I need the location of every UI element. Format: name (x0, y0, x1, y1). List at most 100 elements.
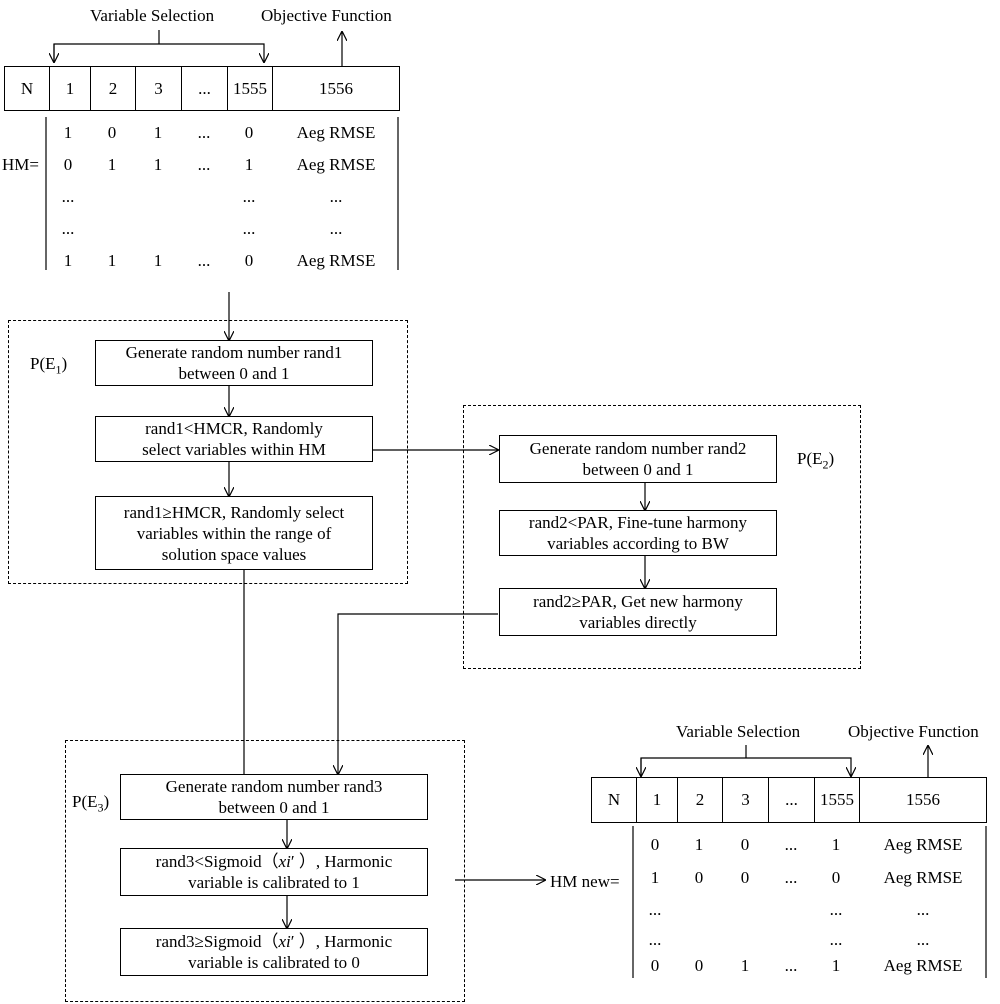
e2-step-par-less: rand2<PAR, Fine-tune harmony variables a… (499, 510, 777, 556)
matrix-cell: 0 (740, 835, 750, 854)
matrix-cell: 1 (107, 155, 117, 174)
matrix-cell: 1 (153, 123, 163, 142)
matrix-cell: ... (329, 219, 343, 238)
e2-step-generate: Generate random number rand2 between 0 a… (499, 435, 777, 483)
top-bracket-right (53, 43, 264, 62)
bottom-header-1555: 1555 (814, 777, 860, 823)
e1-step-hmcr-greater-line1: rand1≥HMCR, Randomly select (123, 502, 345, 522)
e1-step-hmcr-less-line2: select variables within HM (142, 440, 326, 459)
e1-step-generate-line1: Generate random number rand1 (125, 343, 343, 362)
e2-step-par-greater: rand2≥PAR, Get new harmony variables dir… (499, 588, 777, 636)
bottom-header-1556: 1556 (859, 777, 987, 823)
e3-step-sigmoid-greater-line1: rand3≥Sigmoid（xi′ ）, Harmonic (155, 932, 393, 951)
bottom-header-2: 2 (677, 777, 723, 823)
e3-dashed-group (65, 740, 465, 1002)
e1-step-hmcr-greater-line3: solution space values (161, 544, 307, 564)
matrix-cell: 0 (694, 956, 704, 975)
e1-step-hmcr-greater: rand1≥HMCR, Randomly select variables wi… (95, 496, 373, 570)
matrix-cell: 0 (831, 868, 841, 887)
matrix-cell: ... (197, 251, 211, 270)
e2-step-par-less-line1: rand2<PAR, Fine-tune harmony (528, 513, 748, 532)
matrix-cell: 0 (63, 155, 73, 174)
top-header-2: 2 (90, 66, 136, 111)
matrix-cell: ... (916, 930, 930, 949)
matrix-cell: 1 (650, 868, 660, 887)
top-header-1556: 1556 (272, 66, 400, 111)
bottom-header-3: 3 (722, 777, 769, 823)
bottom-variable-selection-label: Variable Selection (676, 722, 801, 741)
e2-step-par-greater-line2: variables directly (579, 613, 697, 632)
top-header-ellipsis: ... (181, 66, 228, 111)
top-variable-selection-label: Variable Selection (90, 6, 215, 25)
e3-step-sigmoid-less: rand3<Sigmoid（xi′ ）, Harmonic variable i… (120, 848, 428, 896)
matrix-cell: Aeg RMSE (883, 868, 963, 887)
e1-step-generate-line2: between 0 and 1 (178, 364, 290, 383)
matrix-cell: 0 (650, 835, 660, 854)
matrix-cell: ... (197, 155, 211, 174)
e1-probability-label: P(E1) (30, 354, 68, 377)
e2-step-par-less-line2: variables according to BW (547, 534, 729, 553)
e3-probability-label: P(E3) (72, 792, 110, 815)
top-header-n: N (4, 66, 50, 111)
matrix-cell: 1 (153, 251, 163, 270)
matrix-cell: ... (916, 900, 930, 919)
matrix-cell: ... (61, 219, 75, 238)
bottom-header-1: 1 (636, 777, 678, 823)
e3-step-sigmoid-less-line1: rand3<Sigmoid（xi′ ）, Harmonic (155, 852, 393, 871)
matrix-cell: 1 (831, 956, 841, 975)
matrix-cell: Aeg RMSE (296, 251, 376, 270)
matrix-cell: 0 (244, 123, 254, 142)
matrix-cell: 1 (831, 835, 841, 854)
matrix-cell: Aeg RMSE (883, 956, 963, 975)
top-matrix-label: HM= (2, 155, 39, 174)
matrix-cell: 1 (63, 123, 73, 142)
e3-step-sigmoid-greater: rand3≥Sigmoid（xi′ ）, Harmonic variable i… (120, 928, 428, 976)
matrix-cell: ... (329, 187, 343, 206)
bottom-header-n: N (591, 777, 637, 823)
matrix-cell: 0 (244, 251, 254, 270)
matrix-cell: ... (242, 187, 256, 206)
top-objective-function-label: Objective Function (261, 6, 392, 25)
matrix-cell: 0 (740, 868, 750, 887)
e3-step-sigmoid-less-line2: variable is calibrated to 1 (188, 873, 360, 892)
matrix-cell: ... (784, 956, 798, 975)
bottom-header-ellipsis: ... (768, 777, 815, 823)
bottom-objective-function-label: Objective Function (848, 722, 979, 741)
e1-step-hmcr-less: rand1<HMCR, Randomly select variables wi… (95, 416, 373, 462)
matrix-cell: ... (829, 900, 843, 919)
matrix-cell: ... (784, 835, 798, 854)
matrix-cell: Aeg RMSE (296, 123, 376, 142)
e1-step-generate: Generate random number rand1 between 0 a… (95, 340, 373, 386)
matrix-cell: 0 (650, 956, 660, 975)
e3-step-generate-line2: between 0 and 1 (218, 798, 330, 817)
e2-probability-label: P(E2) (797, 449, 835, 472)
e2-step-generate-line1: Generate random number rand2 (529, 439, 747, 458)
e3-step-sigmoid-greater-line2: variable is calibrated to 0 (188, 953, 360, 972)
arrow-e2-to-e3 (338, 613, 498, 774)
e1-step-hmcr-greater-line2: variables within the range of (136, 523, 332, 543)
e1-dashed-group (8, 320, 408, 584)
matrix-cell: 1 (107, 251, 117, 270)
e3-step-generate: Generate random number rand3 between 0 a… (120, 774, 428, 820)
matrix-cell: 0 (694, 868, 704, 887)
matrix-cell: ... (61, 187, 75, 206)
e2-step-generate-line2: between 0 and 1 (582, 460, 694, 479)
matrix-cell: ... (784, 868, 798, 887)
e3-step-generate-line1: Generate random number rand3 (165, 777, 383, 796)
e2-dashed-group (463, 405, 861, 669)
matrix-cell: 1 (694, 835, 704, 854)
matrix-cell: 1 (244, 155, 254, 174)
e2-step-par-greater-line1: rand2≥PAR, Get new harmony (533, 592, 743, 611)
bottom-bracket-right (640, 757, 851, 776)
top-header-1555: 1555 (227, 66, 273, 111)
e1-step-hmcr-less-line1: rand1<HMCR, Randomly (145, 419, 323, 438)
matrix-cell: ... (648, 900, 662, 919)
matrix-cell: ... (648, 930, 662, 949)
matrix-cell: 1 (63, 251, 73, 270)
matrix-cell: 0 (107, 123, 117, 142)
matrix-cell: Aeg RMSE (296, 155, 376, 174)
matrix-cell: 1 (153, 155, 163, 174)
matrix-cell: ... (197, 123, 211, 142)
top-header-3: 3 (135, 66, 182, 111)
